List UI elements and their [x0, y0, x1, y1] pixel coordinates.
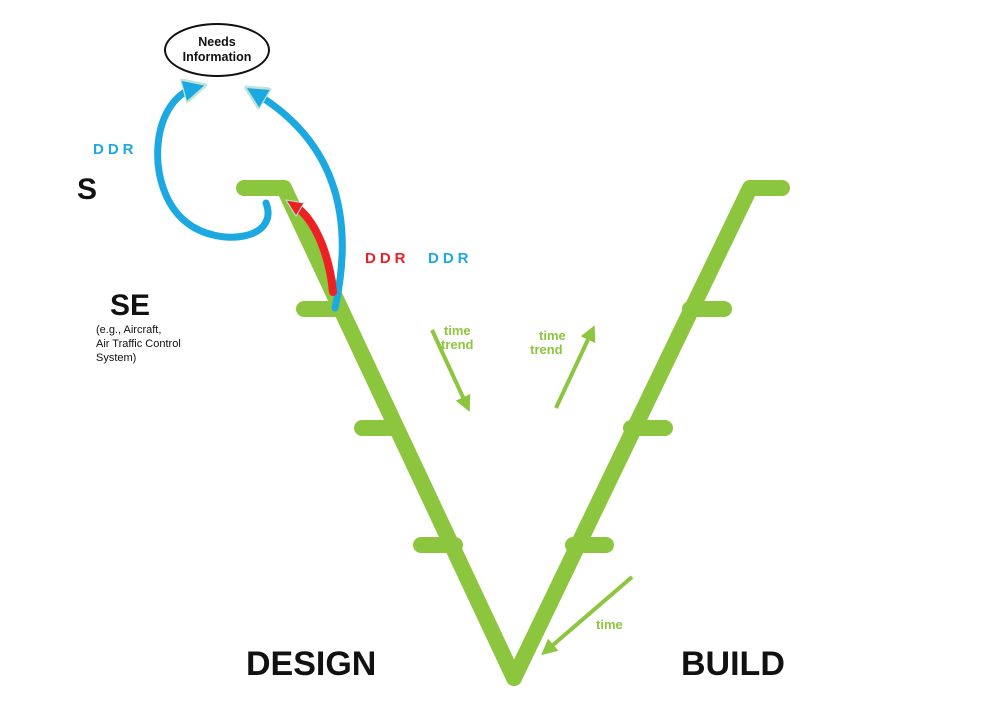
se-example-line1: (e.g., Aircraft, — [96, 324, 162, 336]
time-trend-label-left: time trend — [441, 324, 474, 352]
ddr-loop-left — [154, 88, 272, 241]
needs-information-bubble: Needs Information — [164, 23, 270, 77]
time-label-bottom: time — [596, 617, 623, 632]
time-trend-arrow-up — [554, 325, 596, 409]
time-trend-left-trend: trend — [441, 337, 474, 352]
se-example-line2: Air Traffic Control — [96, 338, 181, 350]
se-example-note: (e.g., Aircraft, Air Traffic Control Sys… — [96, 323, 181, 365]
build-label: BUILD — [681, 645, 785, 683]
v-shape — [236, 180, 790, 686]
time-trend-right-trend: trend — [530, 342, 563, 357]
time-trend-left-time: time — [443, 323, 471, 338]
needs-information-line1: Needs — [198, 35, 236, 49]
design-label: DESIGN — [246, 645, 377, 683]
time-trend-arrow-down — [430, 329, 471, 412]
se-example-line3: System) — [96, 352, 137, 364]
time-arrow-bottom — [541, 575, 634, 656]
ddr-red-arrowhead — [284, 199, 305, 217]
ddr-label-blue: DDR — [428, 250, 473, 267]
time-trend-right-time: time — [539, 328, 566, 343]
ddr-red-arrow — [295, 205, 337, 296]
system-label-s: S — [77, 173, 98, 206]
ddr-loop-right — [255, 93, 346, 312]
ddr-label-top-left: DDR — [93, 141, 138, 158]
time-trend-label-right: time trend — [527, 329, 566, 357]
system-label-se: SE — [110, 289, 151, 322]
v-left-arm — [236, 180, 522, 686]
v-right-arm — [506, 180, 790, 686]
ddr-label-red: DDR — [365, 250, 410, 267]
needs-information-line2: Information — [182, 50, 252, 64]
